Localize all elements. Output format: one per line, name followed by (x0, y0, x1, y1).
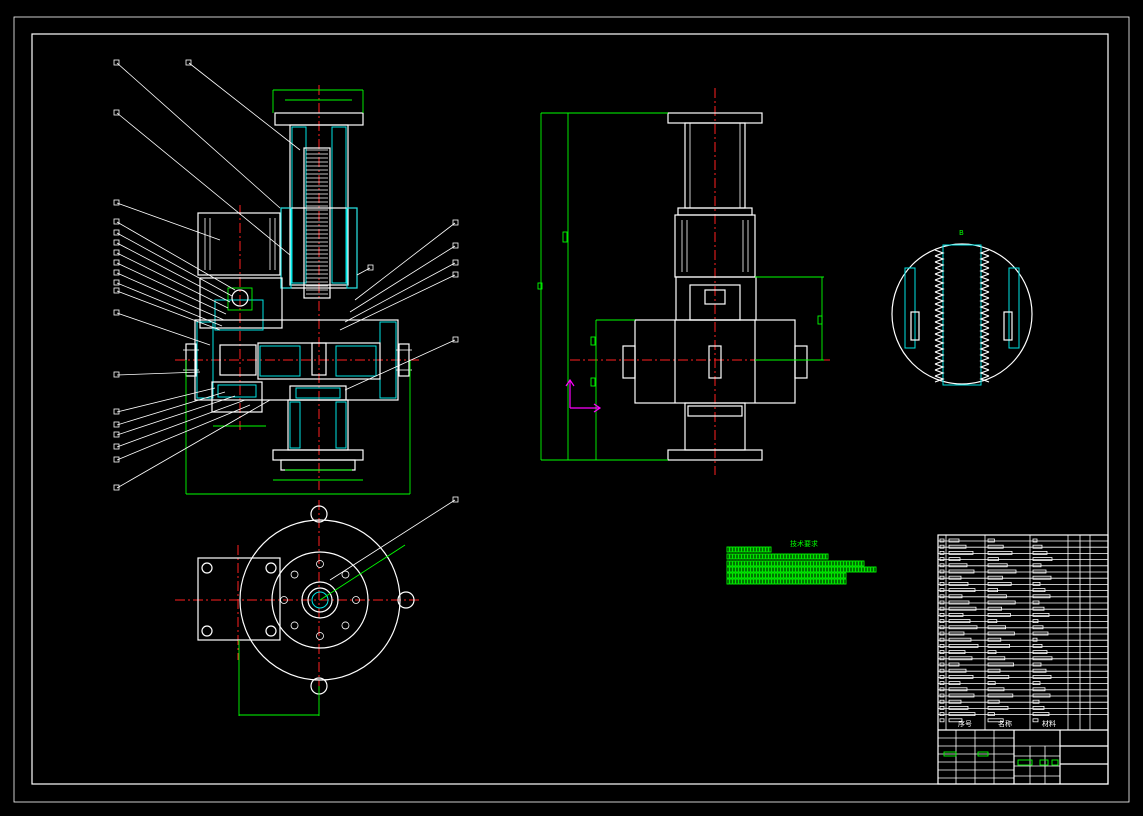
bom-header-name: 名称 (998, 719, 1012, 728)
technical-notes: 技术要求 (726, 539, 877, 585)
front-view (537, 88, 830, 475)
leader-lines (113, 59, 459, 581)
title-block: 序号 名称 材料 (937, 534, 1109, 785)
plan-view (175, 500, 420, 716)
bom-header-index: 序号 (958, 719, 972, 728)
notes-title: 技术要求 (790, 539, 818, 548)
inner-border (31, 33, 1109, 785)
screw-thread (306, 149, 328, 295)
section-view (175, 85, 420, 495)
detail-b-view: B (891, 229, 1033, 386)
detail-label: B (959, 229, 964, 237)
outer-border (13, 16, 1130, 803)
bom-header-material: 材料 (1042, 719, 1056, 728)
